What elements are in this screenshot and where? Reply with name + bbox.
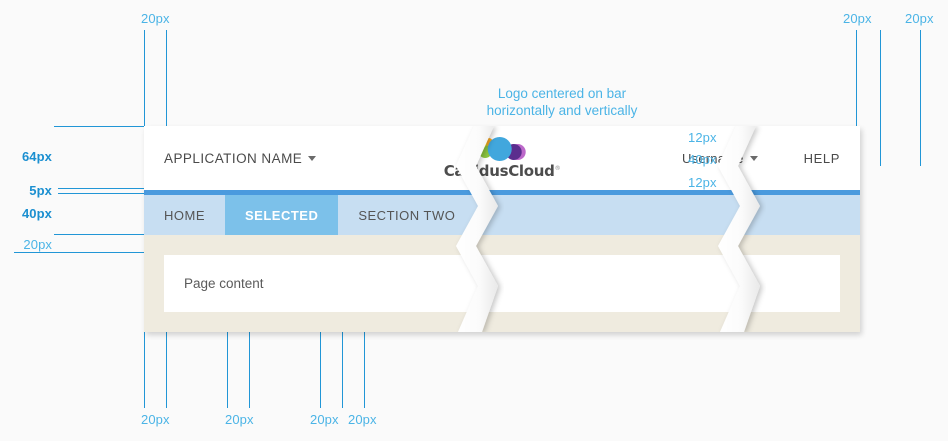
annotation-logo-height: 40px [688,152,717,167]
guide-line-username-right [856,30,857,166]
help-link[interactable]: HELP [803,150,840,166]
leader-line-accent-top [58,188,146,189]
nav-item-home[interactable]: HOME [164,207,205,223]
app-header-bar: APPLICATION NAME CallidusCloud® Username… [144,126,860,190]
nav-item-section-two[interactable]: SECTION TWO [358,207,456,223]
annotation-nav-height: 40px [21,206,52,221]
navigation-bar: HOME SELECTED SECTION TWO [144,195,860,235]
annotation-top-help: 20px [905,11,934,26]
annotation-bottom-home-padding: 20px [225,412,254,427]
accent-stripe [144,190,860,195]
annotation-top-app-name: 20px [141,11,170,26]
logo: CallidusCloud® [444,136,561,180]
guide-line-app-name-inner [166,30,167,166]
guide-line-app-name-outer [144,30,145,126]
logo-text-primary: Callidus [443,162,509,180]
annotation-bottom-selected-padding: 20px [310,412,339,427]
annotation-accent-height: 5px [29,183,52,198]
content-area: Page content [144,235,860,332]
content-card: Page content [164,255,840,312]
leader-line-content-bottom [14,252,146,253]
annotation-note-logo-line1: Logo centered on bar [497,86,627,101]
annotation-logo-bottom-gap: 12px [688,175,717,190]
annotation-note-logo-line2: horizontally and vertically [486,103,638,118]
guide-line-panel-top-extension [54,126,146,127]
annotation-bottom-section-two-padding: 20px [348,412,377,427]
application-name-label: APPLICATION NAME [164,150,303,166]
logo-text-secondary: Cloud [508,162,555,180]
nav-item-selected[interactable]: SELECTED [225,195,339,235]
leader-line-accent-bottom [58,193,146,194]
annotation-header-height: 64px [21,149,52,164]
chevron-down-icon [308,155,317,161]
annotation-note-logo: Logo centered on bar horizontally and ve… [472,85,652,119]
guide-line-help-right [920,30,921,166]
page-content-placeholder: Page content [184,276,264,291]
logo-trademark: ® [554,165,561,172]
logo-circles-icon [474,136,530,161]
leader-line-content-top [54,234,146,235]
application-panel: APPLICATION NAME CallidusCloud® Username… [144,126,860,332]
logo-wordmark: CallidusCloud® [444,162,561,180]
application-name-menu[interactable]: APPLICATION NAME [164,126,317,190]
annotation-content-padding: 20px [23,237,52,252]
annotation-top-username: 20px [843,11,872,26]
guide-line-help-left [880,30,881,166]
annotation-logo-top-gap: 12px [688,130,717,145]
annotation-bottom-panel-padding: 20px [141,412,170,427]
chevron-down-icon [749,155,758,161]
